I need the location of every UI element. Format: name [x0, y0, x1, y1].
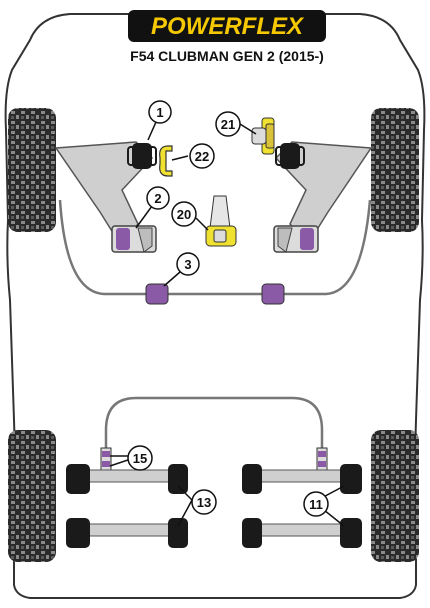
bush-1-left: [132, 143, 152, 169]
drop-link-right: [316, 447, 328, 471]
callout-1: 1: [148, 100, 172, 124]
mount-21: [251, 117, 275, 155]
callout-22: 22: [189, 143, 215, 169]
rear-left-upper-arm: [66, 464, 188, 494]
svg-text:22: 22: [195, 149, 209, 164]
front-anti-roll-bar: [58, 199, 372, 296]
svg-text:20: 20: [177, 207, 191, 222]
bush-2-left: [111, 225, 157, 253]
front-left-wheel: [8, 108, 56, 232]
callout-21: 21: [215, 111, 241, 137]
insert-22: [159, 145, 173, 177]
rear-left-wheel: [8, 430, 56, 562]
car-body-outline: [4, 13, 426, 599]
svg-text:13: 13: [197, 495, 211, 510]
bush-3-left: [145, 283, 169, 305]
bush-1-right: [280, 143, 300, 169]
callout-2: 2: [146, 186, 170, 210]
bush-3-right: [261, 283, 285, 305]
svg-text:3: 3: [184, 257, 191, 272]
front-right-wheel: [371, 108, 419, 232]
powerflex-logo: POWERFLEX: [128, 10, 326, 42]
callout-20: 20: [171, 201, 197, 227]
svg-text:1: 1: [156, 105, 163, 120]
svg-text:21: 21: [221, 117, 235, 132]
svg-text:15: 15: [133, 451, 147, 466]
callout-13: 13: [191, 489, 217, 515]
mount-20: [205, 195, 237, 247]
model-subtitle: F54 CLUBMAN GEN 2 (2015-): [130, 48, 324, 64]
callout-3: 3: [176, 252, 200, 276]
callout-11: 11: [303, 491, 329, 517]
rear-right-upper-arm: [242, 464, 362, 494]
rear-right-lower-arm: [242, 518, 362, 548]
rear-anti-roll-bar: [104, 396, 324, 448]
rear-left-lower-arm: [66, 518, 188, 548]
bush-2-right: [273, 225, 319, 253]
callout-15: 15: [127, 445, 153, 471]
svg-text:2: 2: [154, 191, 161, 206]
rear-right-wheel: [371, 430, 419, 562]
svg-text:11: 11: [309, 497, 323, 512]
drop-link-left: [100, 447, 112, 471]
logo-text: POWERFLEX: [151, 13, 305, 40]
